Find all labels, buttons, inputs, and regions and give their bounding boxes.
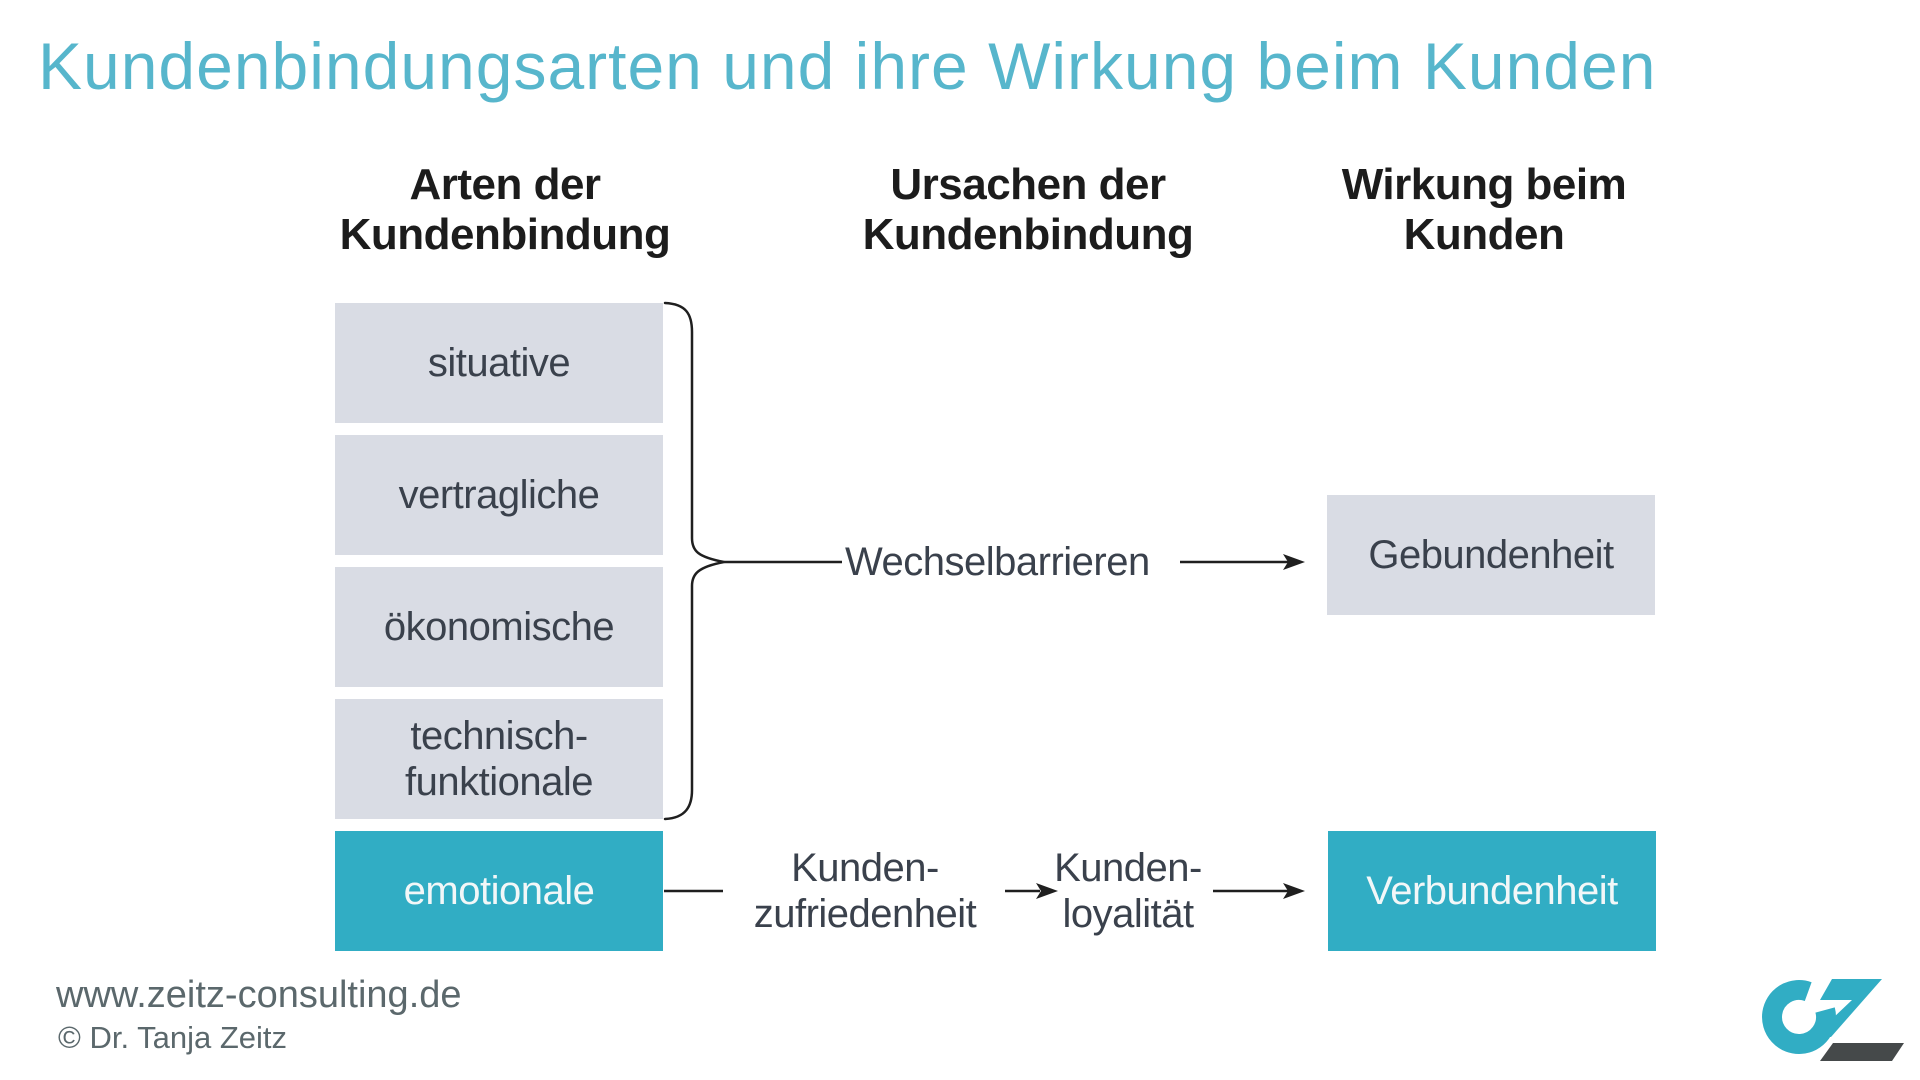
arrow-loyalitaet-verbundenheit-head — [1283, 883, 1305, 899]
column-header-ursachen: Ursachen der Kundenbindung — [862, 160, 1194, 260]
cz-logo-icon — [1762, 979, 1904, 1061]
effect-box-gebundenheit: Gebundenheit — [1327, 495, 1655, 615]
binding-type-box-emotionale: emotionale — [335, 831, 663, 951]
binding-type-box-technisch-funktionale: technisch- funktionale — [335, 699, 663, 819]
arrow-wechselbarrieren-gebundenheit-head — [1283, 554, 1305, 570]
binding-type-box-oekonomische: ökonomische — [335, 567, 663, 687]
column-header-wirkung: Wirkung beim Kunden — [1341, 160, 1627, 260]
cz-logo-z-bottom-shape — [1820, 1043, 1904, 1061]
brace-group — [663, 301, 725, 821]
column-header-arten: Arten der Kundenbindung — [339, 160, 671, 260]
binding-type-box-vertragliche: vertragliche — [335, 435, 663, 555]
effect-box-verbundenheit: Verbundenheit — [1328, 831, 1656, 951]
cause-label-wechselbarrieren: Wechselbarrieren — [845, 540, 1150, 584]
cause-label-kundenloyalitaet: Kunden- loyalität — [1054, 846, 1202, 936]
cz-logo-z-top-shape — [1813, 979, 1882, 1037]
binding-type-box-situative: situative — [335, 303, 663, 423]
cause-label-kundenzufriedenheit: Kunden- zufriedenheit — [753, 846, 977, 936]
footer-website: www.zeitz-consulting.de — [56, 974, 462, 1016]
footer-copyright: © Dr. Tanja Zeitz — [58, 1020, 288, 1055]
page-title: Kundenbindungsarten und ihre Wirkung bei… — [38, 29, 1657, 103]
